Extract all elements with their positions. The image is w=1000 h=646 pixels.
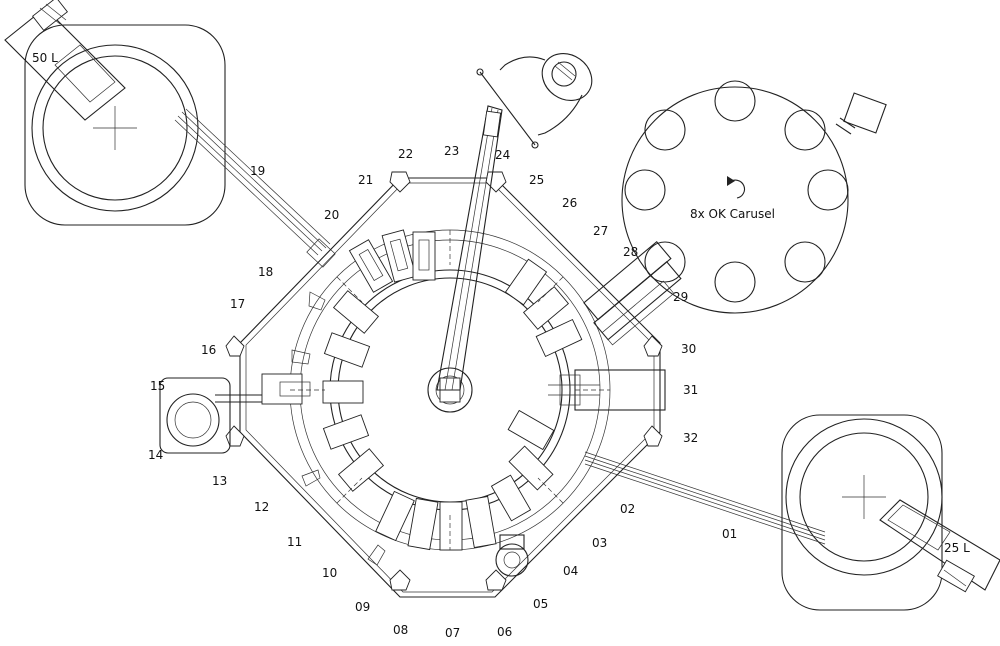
station-label-10: 10 <box>322 566 337 580</box>
tank-50l-drive <box>4 0 126 121</box>
rotation-arrow-icon <box>729 179 745 199</box>
carousel-label: 8x OK Carusel <box>690 207 775 221</box>
station-label-03: 03 <box>592 536 607 550</box>
station-label-16: 16 <box>201 343 216 357</box>
station-label-06: 06 <box>497 625 512 639</box>
station-label-25: 25 <box>529 173 544 187</box>
station-label-01: 01 <box>722 527 737 541</box>
station-fixtures <box>159 229 682 577</box>
station-label-04: 04 <box>563 564 578 578</box>
station-label-13: 13 <box>212 474 227 488</box>
station-label-12: 12 <box>254 500 269 514</box>
station-label-20: 20 <box>324 208 339 222</box>
tank-50l-label: 50 L <box>32 51 58 65</box>
station-label-32: 32 <box>683 431 698 445</box>
station-label-28: 28 <box>623 245 638 259</box>
tank-25l: 25 L <box>781 414 1000 611</box>
station-label-22: 22 <box>398 147 413 161</box>
station-label-05: 05 <box>533 597 548 611</box>
station-label-29: 29 <box>673 290 688 304</box>
station-label-18: 18 <box>258 265 273 279</box>
station-label-02: 02 <box>620 502 635 516</box>
station-label-19: 19 <box>250 164 265 178</box>
tank-50l: 50 L <box>4 0 226 226</box>
station-label-11: 11 <box>287 535 302 549</box>
station-label-23: 23 <box>444 144 459 158</box>
station-label-09: 09 <box>355 600 370 614</box>
station-numbers: 01 02 03 04 05 06 07 08 09 10 11 12 13 1… <box>148 144 737 640</box>
station-label-24: 24 <box>495 148 510 162</box>
arrowhead-icon <box>727 176 735 186</box>
station-label-15: 15 <box>150 379 165 393</box>
station-label-27: 27 <box>593 224 608 238</box>
station-label-31: 31 <box>683 383 698 397</box>
pipes-right <box>584 451 826 545</box>
station-label-30: 30 <box>681 342 696 356</box>
station-label-08: 08 <box>393 623 408 637</box>
station-label-14: 14 <box>148 448 163 462</box>
pipes-left <box>174 108 336 268</box>
station-label-26: 26 <box>562 196 577 210</box>
station-label-17: 17 <box>230 297 245 311</box>
station-label-07: 07 <box>445 626 460 640</box>
operator-figure <box>476 53 593 149</box>
tank-25l-label: 25 L <box>944 541 970 555</box>
tank-25l-drive <box>879 499 1000 593</box>
carousel: 8x OK Carusel <box>621 80 887 314</box>
station-label-21: 21 <box>358 173 373 187</box>
